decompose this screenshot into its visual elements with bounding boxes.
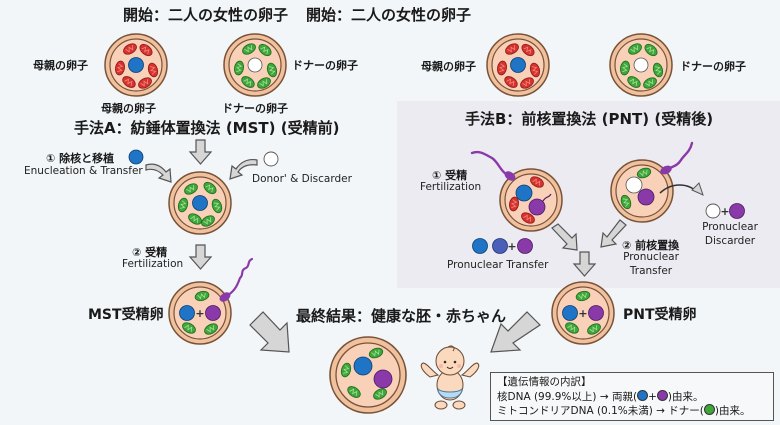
pnt-step2-en-1: Pronuclear	[623, 251, 679, 263]
mst-donor-egg	[223, 33, 287, 97]
info-box-heading: 【遺伝情報の内訳】	[497, 376, 592, 388]
mst-sperm-icon	[219, 257, 254, 302]
mst-step1-jp: ① 除核と移植	[46, 152, 115, 165]
discarded-pronuclei: +	[705, 203, 745, 219]
mst-donor-egg-label: ドナーの卵子	[292, 59, 358, 72]
pnt-start-title: 開始：二人の女性の卵子	[306, 6, 472, 24]
svg-text:+: +	[720, 205, 729, 218]
mst-mother-egg-caption: 母親の卵子	[101, 102, 156, 115]
pnt-zygote-label: PNT受精卵	[623, 307, 697, 323]
pnt-step1-en: Fertilization	[420, 181, 482, 193]
pnt-mother-egg	[486, 33, 550, 97]
pnt-discard-en-2: Discarder	[704, 235, 756, 247]
svg-text:+: +	[195, 307, 204, 320]
arrow-down-icon	[188, 244, 213, 270]
pnt-zygote: +	[551, 281, 615, 345]
pnt-step2-en-2: Transfer	[629, 265, 673, 277]
discard-arrow-icon	[659, 182, 704, 196]
arrow-diag-icon	[249, 311, 290, 353]
info-box-line-mito: ミトコンドリアDNA (0.1%未満) → ドナー()由来。	[497, 404, 751, 417]
mst-donor-egg-caption: ドナーの卵子	[222, 102, 288, 115]
donor-mito-icon	[703, 404, 715, 415]
final-embryo	[329, 336, 407, 414]
pnt-mother-egg-label: 母親の卵子	[421, 60, 476, 73]
mst-mother-egg	[104, 33, 168, 97]
result-title: 最終結果：健康な胚・赤ちゃん	[296, 307, 507, 325]
arrow-down-icon	[188, 139, 213, 165]
mst-donor-discard-en: Donor' & Discarder	[252, 173, 352, 185]
pnt-method-title: 手法B：前核置換法 (PNT) (受精後)	[465, 110, 714, 128]
pnt-transfer-en: Pronuclear Transfer	[447, 259, 549, 271]
mst-mother-egg-label: 母親の卵子	[33, 59, 88, 72]
paternal-nucleus-icon	[656, 389, 668, 401]
maternal-spindle-dot	[128, 149, 144, 165]
donor-spindle-dot	[263, 151, 279, 167]
arrow-curve-icon	[145, 163, 172, 183]
mst-step2-jp: ② 受精	[132, 246, 168, 259]
pnt-step1-jp: ① 受精	[432, 169, 468, 182]
pnt-donor-zygote	[610, 159, 674, 223]
pnt-discard-en-1: Pronuclear	[702, 221, 758, 233]
pnt-donor-egg-label: ドナーの卵子	[680, 60, 746, 73]
arrow-curve-icon	[600, 219, 627, 248]
mst-zygote: +	[168, 281, 232, 345]
flow-arrows	[145, 139, 627, 353]
genetic-info-box: 【遺伝情報の内訳】 核DNA (99.9%以上) → 両親(+)由来。 ミトコン…	[490, 372, 774, 421]
svg-text:+: +	[578, 307, 587, 320]
arrow-curve-icon	[229, 158, 258, 180]
mst-reconstructed-egg	[168, 171, 232, 235]
mst-zygote-label: MST受精卵	[88, 307, 164, 323]
pnt-sperm-icon-1	[470, 150, 516, 181]
pnt-step2-jp: ② 前核置換	[622, 239, 680, 252]
maternal-nucleus-icon	[637, 389, 649, 401]
arrow-diag-icon	[490, 311, 541, 353]
svg-text:+: +	[507, 240, 516, 253]
arrow-down-icon	[572, 251, 597, 277]
mst-start-title: 開始：二人の女性の卵子	[123, 6, 289, 24]
pnt-mother-zygote	[499, 168, 563, 232]
info-box-line-nuclear: 核DNA (99.9%以上) → 両親(+)由来。	[497, 389, 704, 403]
pnt-sperm-icon-2	[660, 141, 694, 175]
baby-icon	[420, 345, 480, 410]
transferred-pronuclei: +	[472, 238, 533, 254]
mst-step1-en: Enucleation & Transfer	[24, 165, 143, 177]
donor-nucleus	[247, 57, 263, 73]
mst-step2-en: Fertilization	[122, 258, 184, 270]
mst-method-title: 手法A：紡錘体置換法 (MST) (受精前)	[74, 119, 340, 137]
pnt-donor-egg	[609, 33, 673, 97]
maternal-nucleus	[128, 57, 144, 73]
arrow-curve-icon	[551, 223, 578, 251]
